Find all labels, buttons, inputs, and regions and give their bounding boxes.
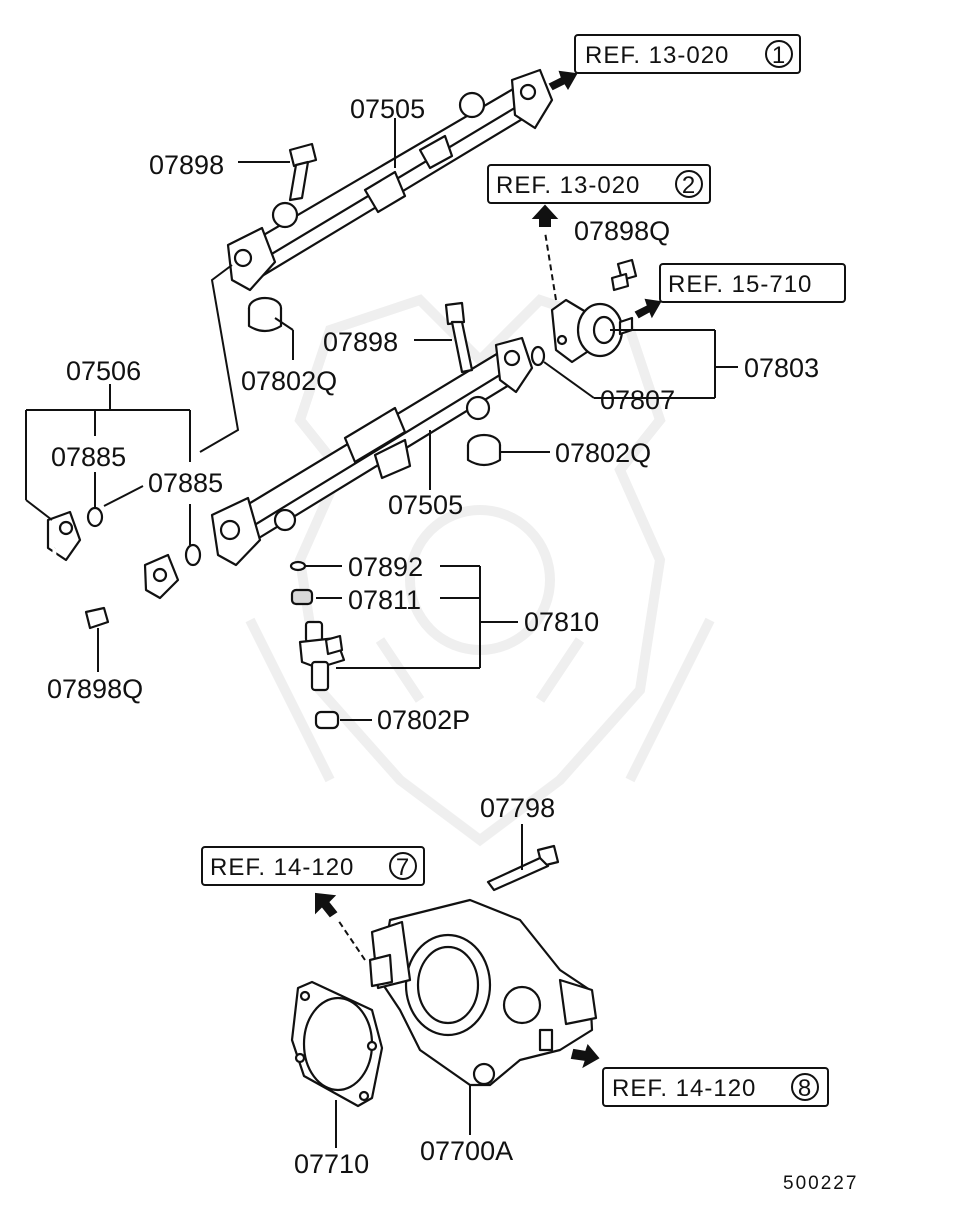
leader-lines: [25, 118, 738, 1148]
label-throttle-bolt[interactable]: 07798: [480, 793, 555, 823]
label-injector-grommet[interactable]: 07811: [348, 585, 421, 615]
fuel-injector[interactable]: [298, 620, 346, 692]
arrow-ref8: [570, 1043, 600, 1069]
ref-8-text: REF. 14-120: [612, 1075, 756, 1102]
gasket[interactable]: [290, 980, 384, 1108]
diagram-code: 500227: [783, 1173, 858, 1194]
ref-1-circle: 1: [772, 42, 786, 69]
bolt-small-pipe[interactable]: [84, 606, 110, 630]
ref-3-text: REF. 15-710: [668, 271, 812, 298]
label-throttle-body[interactable]: 07700A: [420, 1136, 513, 1166]
label-bolt-small-pipe[interactable]: 07898Q: [47, 674, 143, 704]
label-insulator-lower[interactable]: 07802Q: [555, 438, 651, 468]
label-bolt-middle[interactable]: 07898: [323, 327, 398, 357]
label-injector-assembly[interactable]: 07810: [524, 607, 599, 637]
ref-box-8[interactable]: REF. 14-120 8: [602, 1067, 829, 1107]
ref-box-2[interactable]: REF. 13-020 2: [487, 164, 711, 204]
oring-left[interactable]: [86, 506, 104, 528]
ref-box-7[interactable]: REF. 14-120 7: [201, 846, 425, 886]
regulator-oring[interactable]: [530, 345, 546, 367]
fuel-rail-lower[interactable]: [210, 336, 534, 567]
insulator-lower[interactable]: [466, 433, 502, 467]
throttle-body[interactable]: [368, 898, 598, 1087]
part-labels: 07505 07898 07898Q 07898 07803 07802Q 07…: [47, 94, 819, 1179]
label-gasket[interactable]: 07710: [294, 1149, 369, 1179]
arrow-ref1: [548, 70, 578, 91]
fuel-rail-upper[interactable]: [226, 68, 554, 292]
ref-8-circle: 8: [798, 1075, 812, 1102]
ref-box-3[interactable]: REF. 15-710: [659, 263, 846, 303]
insulator-upper[interactable]: [247, 296, 283, 333]
ref-7-text: REF. 14-120: [210, 854, 354, 881]
label-bolt-small-regulator[interactable]: 07898Q: [574, 216, 670, 246]
bolt-upper[interactable]: [288, 142, 318, 202]
oring-right[interactable]: [184, 543, 202, 567]
ref-7-circle: 7: [396, 854, 410, 881]
arrow-ref7: [315, 892, 338, 918]
label-fuel-rail-upper[interactable]: 07505: [350, 94, 425, 124]
insulator-injector[interactable]: [314, 710, 340, 730]
pressure-regulator[interactable]: [550, 298, 634, 364]
label-oring-left[interactable]: 07885: [51, 442, 126, 472]
label-fuel-rail-lower[interactable]: 07505: [388, 490, 463, 520]
arrow-ref2: [531, 204, 559, 227]
ref-2-circle: 2: [682, 172, 696, 199]
label-injector-seal[interactable]: 07892: [348, 552, 423, 582]
throttle-bolt[interactable]: [486, 844, 560, 892]
bolt-middle[interactable]: [444, 301, 474, 374]
injector-grommet[interactable]: [290, 588, 314, 606]
label-oring-right[interactable]: 07885: [148, 468, 223, 498]
ref-box-1[interactable]: REF. 13-020 1: [574, 34, 801, 74]
ref-arrows: [315, 70, 662, 1069]
label-insulator-injector[interactable]: 07802P: [377, 705, 470, 735]
label-pressure-regulator[interactable]: 07803: [744, 353, 819, 383]
fuel-pipe[interactable]: [46, 510, 180, 600]
bolt-small-regulator[interactable]: [610, 258, 638, 292]
label-regulator-oring[interactable]: 07807: [600, 385, 675, 415]
label-fuel-pipe[interactable]: 07506: [66, 356, 141, 386]
label-insulator-upper[interactable]: 07802Q: [241, 366, 337, 396]
arrow-ref3: [634, 298, 662, 319]
ref-1-text: REF. 13-020: [585, 42, 729, 69]
label-bolt-upper[interactable]: 07898: [149, 150, 224, 180]
ref-2-text: REF. 13-020: [496, 172, 640, 199]
injector-seal[interactable]: [289, 560, 307, 572]
